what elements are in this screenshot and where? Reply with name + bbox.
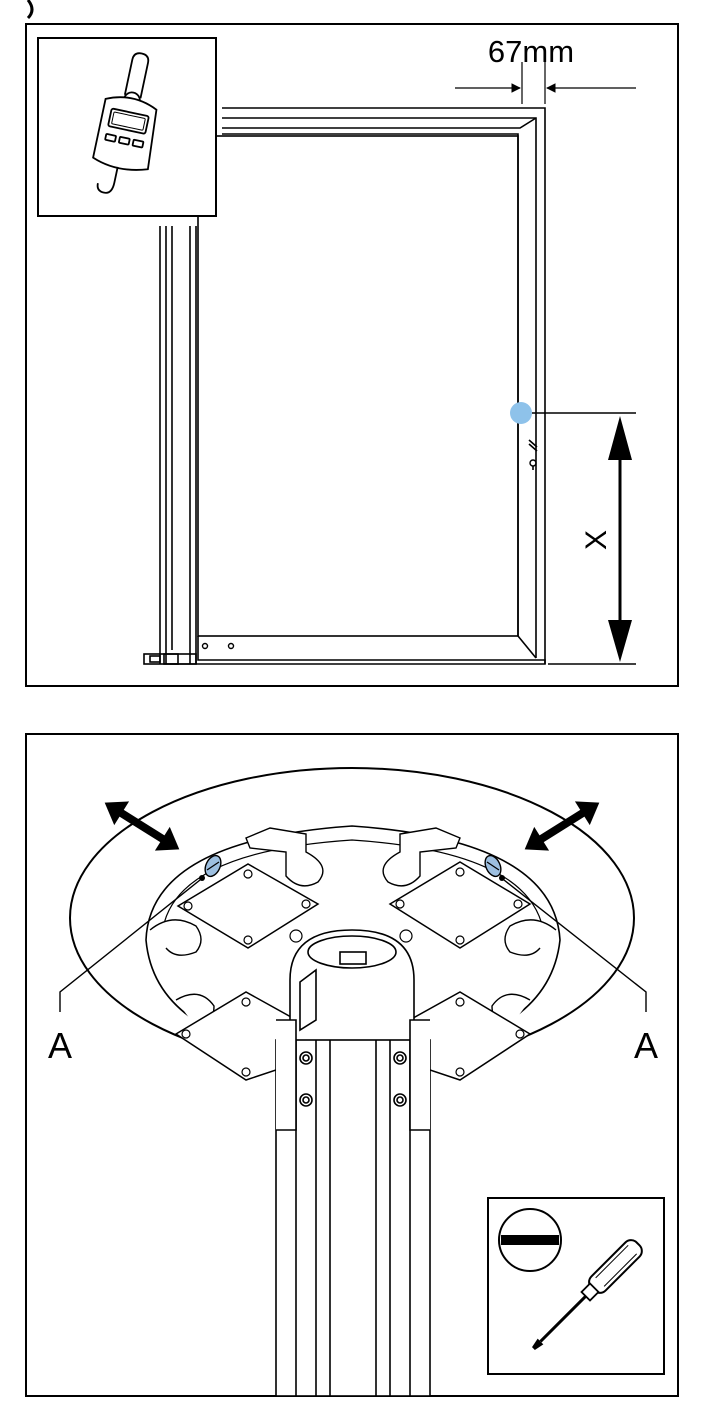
ring-notches <box>149 827 557 1031</box>
flathead-screwdriver-icon <box>487 1197 665 1375</box>
mounting-plates <box>174 861 532 1081</box>
plate-screws <box>181 867 525 1077</box>
table-column <box>275 929 431 1397</box>
width-dimension-label: 67mm <box>488 34 574 69</box>
adjustment-screw-right <box>484 854 505 881</box>
adjustment-screw-left <box>199 854 222 881</box>
bottom-panel: A A <box>25 733 679 1397</box>
callout-label-left: A <box>48 1025 72 1066</box>
top-panel: 67mm X <box>25 23 679 687</box>
double-arrow-left-icon <box>104 801 180 851</box>
latch-detail <box>528 439 538 452</box>
screw-dot <box>227 642 235 650</box>
screw-dot <box>201 642 209 650</box>
height-dimension-label: X <box>580 530 613 550</box>
height-dimension: X <box>580 416 632 662</box>
width-dimension: 67mm <box>455 34 636 104</box>
leader-line-right <box>503 879 647 1012</box>
lift-point-marker <box>510 402 532 424</box>
callout-label-right: A <box>634 1025 658 1066</box>
leader-line-left <box>59 879 201 1012</box>
hanging-scale-icon <box>37 37 217 217</box>
door-frame <box>143 107 546 665</box>
double-arrow-right-icon <box>524 801 600 851</box>
cropped-heading-fragment <box>26 0 34 20</box>
